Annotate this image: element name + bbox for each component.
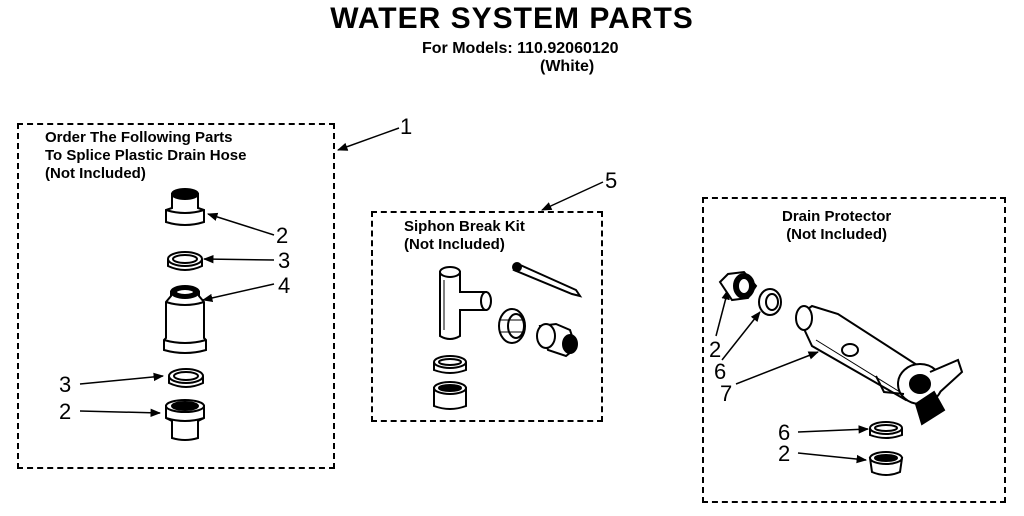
clamp-bottom (168, 368, 204, 388)
callout-2: 2 (276, 223, 289, 248)
callout-5: 5 (605, 168, 618, 193)
leader-3 (202, 254, 275, 264)
drain-protector-parts (718, 270, 964, 476)
page-title: WATER SYSTEM PARTS (330, 2, 694, 35)
callout-2-drain-lower: 2 (778, 441, 791, 466)
models-line: For Models: 110.92060120 (422, 40, 619, 57)
color-line: (White) (540, 58, 595, 75)
siphon-ring (498, 308, 526, 344)
siphon-tee (439, 266, 492, 340)
siphon-break-kit-label: Siphon Break Kit (Not Included) (404, 218, 525, 253)
siphon-parts (433, 262, 583, 410)
leader-4 (201, 283, 275, 303)
splice-parts-label: Order The Following Parts To Splice Plas… (45, 129, 247, 182)
drain-ring (758, 288, 782, 316)
splice-parts (163, 188, 207, 441)
siphon-cap (433, 381, 467, 410)
leader-2 (206, 212, 275, 236)
callout-3-lower: 3 (59, 372, 72, 397)
callout-6-drain: 6 (714, 359, 727, 384)
callout-2-lower: 2 (59, 399, 72, 424)
callout-3: 3 (278, 248, 291, 273)
callout-6-lower: 6 (778, 420, 791, 445)
leader-1 (337, 127, 400, 151)
leader-7 (735, 351, 819, 385)
adapter-top (165, 188, 205, 226)
leader-2-drain (715, 288, 730, 337)
coupling (163, 285, 207, 354)
splice-parts-box (17, 123, 335, 469)
adapter-bottom (165, 399, 205, 441)
leader-6-drain (721, 311, 761, 361)
drain-protector-box (702, 197, 1006, 503)
callout-4: 4 (278, 273, 291, 298)
callout-1: 1 (400, 114, 413, 139)
drain-adapter (718, 270, 758, 302)
siphon-break-kit-box (371, 211, 603, 422)
leader-6-lower (797, 425, 870, 434)
clamp-top (167, 251, 203, 271)
siphon-adapter (536, 322, 578, 358)
siphon-pin (512, 262, 583, 298)
leader-3-lower (79, 372, 165, 385)
drain-cap (868, 451, 904, 476)
leader-lines (79, 127, 870, 464)
drain-body (795, 304, 964, 426)
drain-protector-label: Drain Protector (Not Included) (782, 208, 892, 243)
leader-2-drain-lower (797, 452, 868, 464)
siphon-washer (433, 355, 467, 374)
leader-2-lower (79, 408, 162, 417)
leader-5 (541, 181, 604, 211)
drain-washer (869, 421, 903, 439)
callout-2-drain: 2 (709, 337, 722, 362)
callout-7: 7 (720, 381, 733, 406)
